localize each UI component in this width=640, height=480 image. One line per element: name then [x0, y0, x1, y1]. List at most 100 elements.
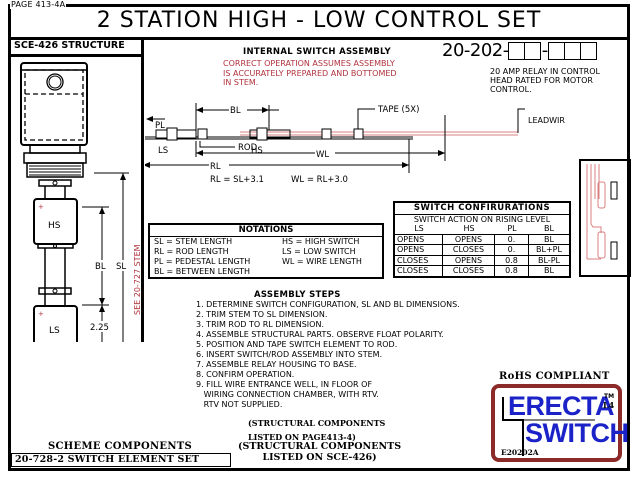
column-header: PL [507, 224, 517, 233]
notation-item: RL = ROD LENGTH [154, 247, 229, 256]
cell: CLOSES [443, 265, 495, 276]
notation-item: PL = PEDESTAL LENGTH [154, 257, 251, 266]
switch-assembly-diagram: BL LS HS ROD WL RL TAPE (5X) LEADWIRES R… [145, 103, 565, 185]
notation-item: HS = HIGH SWITCH [282, 237, 360, 246]
note-line: LISTED ON PAGE413-4) [248, 432, 356, 442]
cell: 0.8 [495, 254, 529, 265]
relay-note-line: HEAD RATED FOR MOTOR [490, 76, 593, 85]
assembly-step: 7. ASSEMBLE RELAY HOUSING TO BASE. [196, 360, 357, 369]
cell: 0. [495, 244, 529, 255]
wl-formula: WL = RL+3.0 [291, 175, 348, 185]
table-row: CLOSES CLOSES 0.8 BL [395, 265, 569, 276]
note-line: CORRECT OPERATION ASSUMES ASSEMBLY [223, 59, 395, 68]
hs-label: HS [251, 146, 263, 156]
part-number-box [523, 41, 541, 60]
notation-row: SL = STEM LENGTH HS = HIGH SWITCH [150, 237, 382, 247]
svg-text:+: + [38, 310, 44, 318]
bl-label: BL [230, 106, 241, 116]
cell: 0.8 [495, 265, 529, 276]
logo-text-erecta: ERECTA [508, 391, 615, 421]
dimension-arrows [99, 173, 126, 312]
leadwires-label: LEADWIRES [528, 116, 565, 125]
tape-marker [197, 128, 208, 140]
assembly-step: 4. ASSEMBLE STRUCTURAL PARTS. OBSERVE FL… [196, 330, 444, 339]
assembly-step: 3. TRIM ROD TO RL DIMENSION. [196, 320, 324, 329]
cell: OPENS [395, 244, 443, 255]
control-head-icon [20, 62, 88, 178]
structure-panel-title: SCE-426 STRUCTURE [8, 37, 144, 57]
note-line: (STRUCTURAL COMPONENTS [248, 418, 386, 428]
tape-marker [353, 128, 364, 140]
ls-float-label: LS [49, 326, 60, 336]
cell: CLOSES [395, 254, 443, 265]
part-number-box [563, 41, 581, 60]
page-title: 2 STATION HIGH - LOW CONTROL SET [8, 4, 630, 40]
cell: BL-PL [529, 254, 569, 266]
part-number-box [579, 41, 597, 60]
note-line: IS ACCURATELY PREPARED AND BOTTOMED [223, 68, 397, 78]
cell: CLOSES [443, 244, 495, 255]
ls-label: LS [158, 146, 168, 156]
structure-panel [8, 37, 144, 342]
drawing-frame [8, 4, 630, 471]
assembly-step: 8. CONFIRM OPERATION. [196, 370, 295, 379]
rl-formula: RL = SL+3.1 [210, 175, 264, 185]
notations-title: NOTATIONS [150, 225, 382, 237]
cell: CLOSES [395, 265, 443, 276]
notation-row: RL = ROD LENGTH LS = LOW SWITCH [150, 247, 382, 257]
assembly-steps-title: ASSEMBLY STEPS [254, 290, 341, 300]
svg-text:+: + [38, 203, 44, 211]
internal-switch-assembly-note: CORRECT OPERATION ASSUMES ASSEMBLY IS AC… [223, 59, 397, 88]
internal-switch-assembly-title: INTERNAL SWITCH ASSEMBLY [243, 47, 391, 57]
scheme-components-item: 20-728-2 SWITCH ELEMENT SET [11, 453, 231, 467]
hs-float-label: HS [48, 221, 61, 231]
column-header: LS [414, 224, 424, 233]
assembly-step: RTV NOT SUPPLIED. [196, 400, 283, 409]
assembly-steps-list: 1. DETERMINE SWITCH CONFIGURATION, SL AN… [196, 300, 460, 410]
notation-item: BL = BETWEEN LENGTH [154, 267, 251, 276]
dimension-arrows [145, 107, 445, 168]
logo-code: E20202A [501, 448, 539, 457]
assembly-step: 6. INSERT SWITCH/ROD ASSEMBLY INTO STEM. [196, 350, 383, 359]
part-number-separator: - [541, 40, 549, 61]
stem-icon [33, 179, 78, 342]
column-header: HS [463, 224, 475, 233]
dimension-lines [82, 172, 129, 342]
relay-note: 20 AMP RELAY IN CONTROL HEAD RATED FOR M… [490, 67, 600, 94]
erecta-switch-logo: ERECTA SWITCH TM L4 E20202A [491, 384, 629, 462]
logo-level: L4 [603, 400, 615, 410]
tape-marker [321, 128, 332, 140]
table-row: OPENS OPENS 0. BL [395, 233, 569, 244]
table-row: OPENS CLOSES 0. BL+PL [395, 244, 569, 255]
rl-label: RL [210, 162, 221, 172]
cell: 0. [495, 233, 529, 244]
cell: OPENS [443, 233, 495, 244]
wiring-schematic-icon [579, 159, 631, 277]
notations-table: NOTATIONS SL = STEM LENGTH HS = HIGH SWI… [148, 223, 384, 279]
cell: OPENS [395, 233, 443, 244]
note-line: (STRUCTURAL COMPONENTS [238, 441, 402, 452]
assembly-step: 9. FILL WIRE ENTRANCE WELL, IN FLOOR OF [196, 380, 373, 389]
logo-bracket-icon [502, 397, 595, 456]
pl-label: PL [155, 121, 165, 131]
column-header: BL [544, 224, 554, 233]
part-number-box [547, 41, 565, 60]
rod-label: ROD [238, 143, 258, 153]
wl-label: WL [316, 150, 329, 160]
rohs-label: RoHS COMPLIANT [499, 371, 610, 382]
leadwires-icon [145, 131, 518, 140]
part-number-prefix: 20-202- [442, 40, 509, 61]
part-number: 20-202- - [442, 40, 597, 61]
page-label: PAGE 413-4A [10, 0, 67, 9]
switch-configurations-title: SWITCH CONFIRURATIONS [395, 203, 569, 215]
dim-2-25-label: 2.25 [90, 323, 109, 333]
cell: BL+PL [529, 244, 569, 255]
assembly-step: 1. DETERMINE SWITCH CONFIGURATION, SL AN… [196, 300, 460, 309]
logo-text-switch: SWITCH [525, 418, 629, 448]
note-line: IN STEM. [223, 78, 259, 87]
notation-item: SL = STEM LENGTH [154, 237, 233, 246]
notation-row: BL = BETWEEN LENGTH [150, 267, 382, 277]
part-number-box [507, 41, 525, 60]
cell: OPENS [443, 254, 495, 265]
notation-row: PL = PEDESTAL LENGTH WL = WIRE LENGTH [150, 257, 382, 267]
